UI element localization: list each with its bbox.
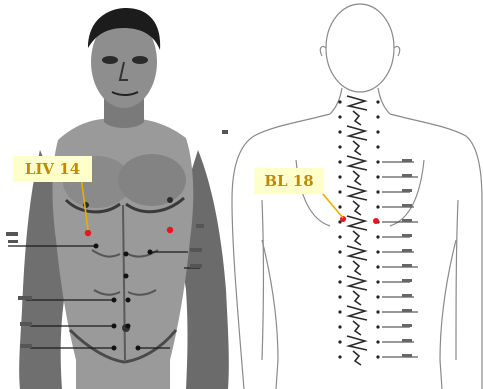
liv14-callout-label: LIV 14: [13, 156, 92, 182]
back-point-markers: [318, 188, 379, 224]
front-torso-figure: [19, 8, 229, 389]
liv14-point-left: [85, 230, 91, 236]
back-body-outline: [232, 4, 482, 389]
bl18-point-right: [373, 218, 379, 224]
liv14-point-right: [167, 227, 173, 233]
bl18-callout-label: BL 18: [254, 168, 324, 194]
back-spine-markers: [338, 96, 418, 365]
